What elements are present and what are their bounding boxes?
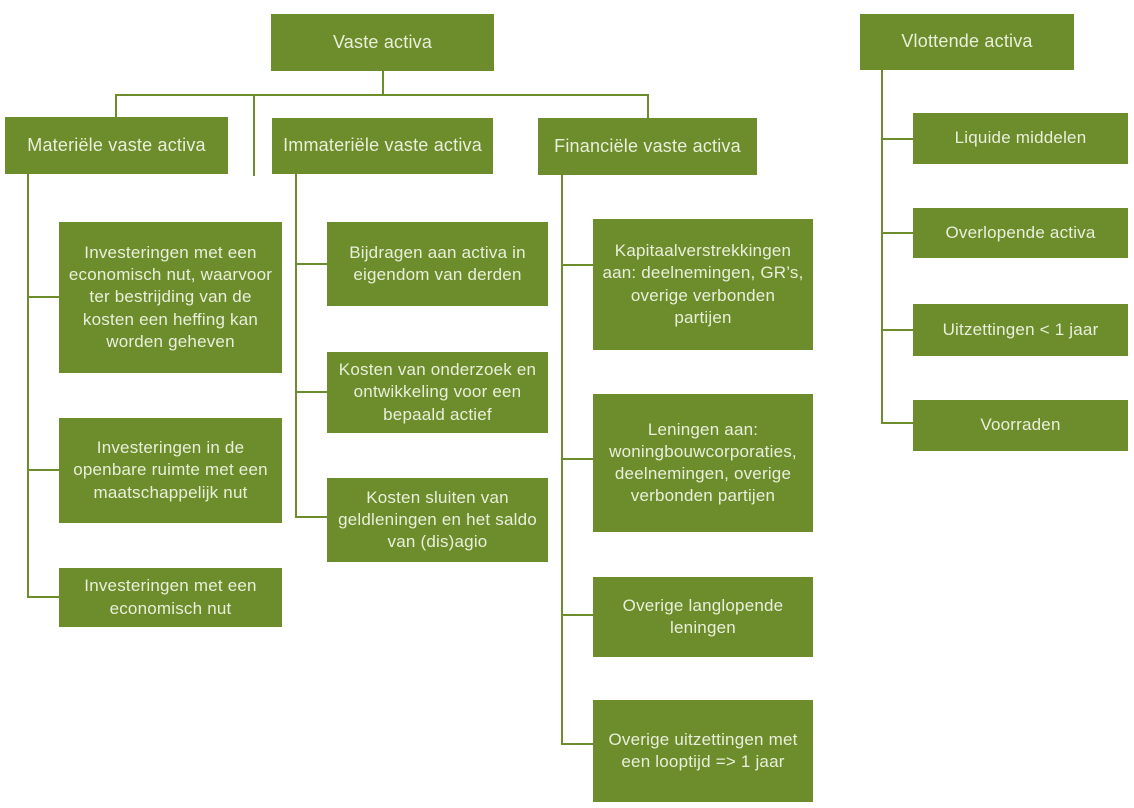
box-vlottende-activa: Vlottende activa [860,14,1074,70]
box-liquide-middelen: Liquide middelen [913,113,1128,164]
box-leningen-aan: Leningen aan: woningbouwcorporaties, dee… [593,394,813,532]
connector-stub-vlottende-2 [881,232,913,234]
box-voorraden: Voorraden [913,400,1128,451]
connector-stub-vlottende-4 [881,422,913,424]
box-uitzettingen-1-jaar: Uitzettingen < 1 jaar [913,304,1128,356]
box-kosten-geldleningen-disagio: Kosten sluiten van geldleningen en het s… [327,478,548,562]
connector-stub-materiele-2 [27,469,59,471]
connector-stub-financiele-2 [561,458,593,460]
box-investeringen-economisch-nut: Investeringen met een economisch nut [59,568,282,627]
connector-root-vaste-drop [382,71,384,96]
connector-stub-materiele-1 [27,296,59,298]
connector-stub-financiele-4 [561,743,593,745]
connector-drop-immateriele [253,94,255,176]
box-materiele-vaste-activa: Materiële vaste activa [5,117,228,174]
connector-stub-immateriele-3 [295,516,327,518]
box-investeringen-openbare-ruimte: Investeringen in de openbare ruimte met … [59,418,282,523]
box-overlopende-activa: Overlopende activa [913,208,1128,258]
box-financiele-vaste-activa: Financiële vaste activa [538,118,757,175]
box-kosten-onderzoek-ontwikkeling: Kosten van onderzoek en ontwikkeling voo… [327,352,548,433]
connector-stub-vlottende-1 [881,138,913,140]
connector-stub-vlottende-3 [881,329,913,331]
box-overige-langlopende-leningen: Overige langlopende leningen [593,577,813,657]
box-vaste-activa: Vaste activa [271,14,494,71]
connector-spine-immateriele [295,174,297,518]
connector-drop-materiele [115,94,117,117]
box-bijdragen-activa-derden: Bijdragen aan activa in eigendom van der… [327,222,548,306]
box-overige-uitzettingen: Overige uitzettingen met een looptijd =>… [593,700,813,802]
connector-stub-financiele-3 [561,614,593,616]
box-investeringen-economisch-nut-heffing: Investeringen met een economisch nut, wa… [59,222,282,373]
connector-spine-materiele [27,174,29,598]
connector-trunk-horizontal [115,94,649,96]
box-kapitaalverstrekkingen: Kapitaalverstrekkingen aan: deelnemingen… [593,219,813,350]
connector-spine-financiele [561,175,563,745]
connector-stub-immateriele-2 [295,391,327,393]
connector-spine-vlottende [881,70,883,423]
connector-stub-immateriele-1 [295,263,327,265]
connector-stub-materiele-3 [27,596,59,598]
connector-stub-financiele-1 [561,264,593,266]
box-immateriele-vaste-activa: Immateriële vaste activa [272,118,493,174]
connector-drop-financiele [647,94,649,118]
